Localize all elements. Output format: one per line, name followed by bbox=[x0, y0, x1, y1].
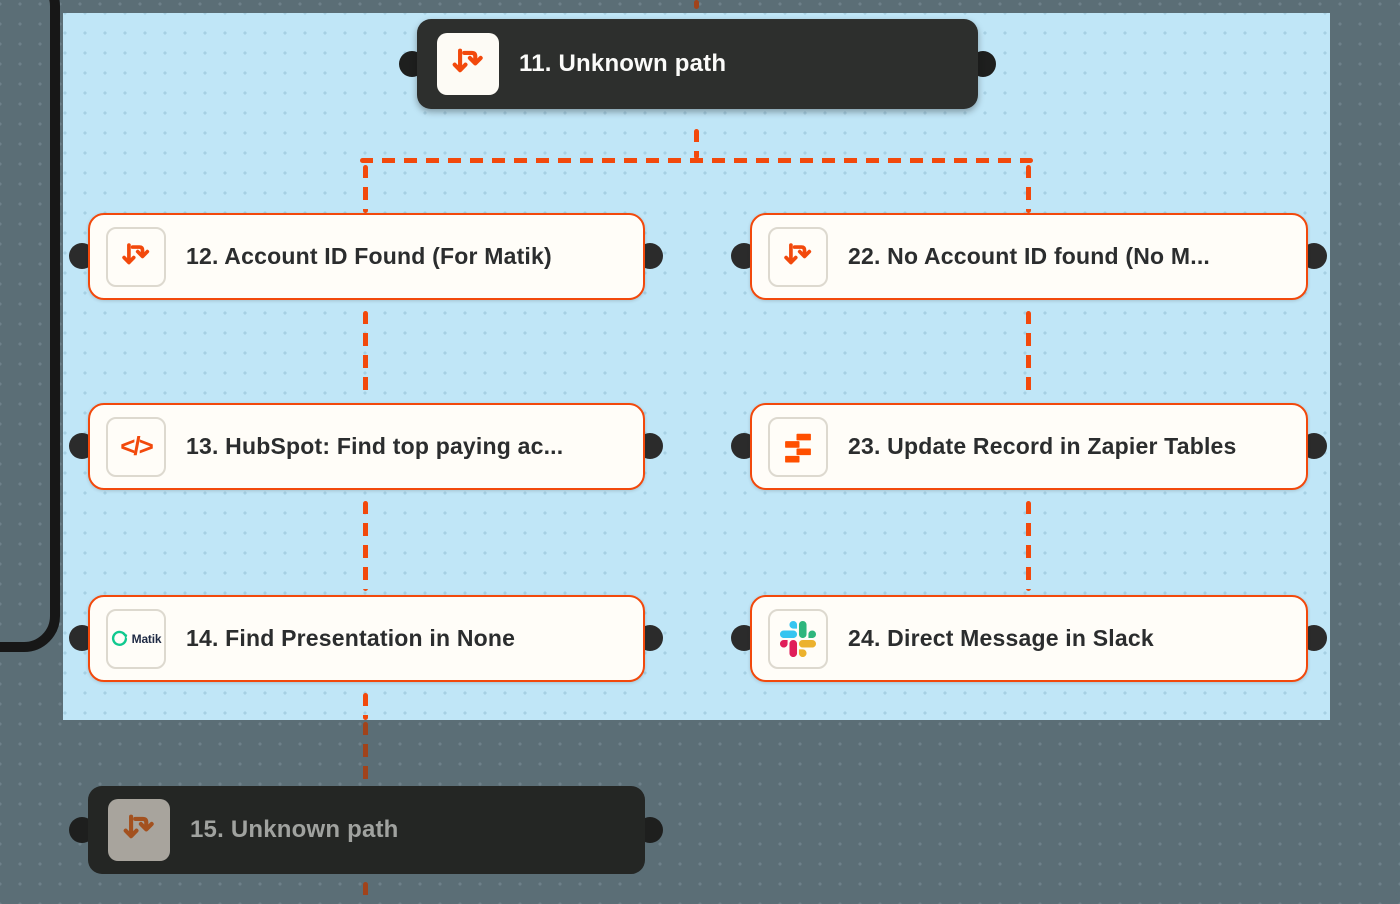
step-title: 12. Account ID Found (For Matik) bbox=[186, 243, 552, 269]
connector-dashed-line bbox=[694, 0, 699, 9]
step-node-11-unknown-path[interactable]: 11. Unknown path bbox=[417, 19, 978, 109]
code-icon: </> bbox=[106, 416, 166, 477]
step-node-15-unknown-path[interactable]: 15. Unknown path bbox=[88, 786, 645, 874]
connector-dashed-line bbox=[363, 882, 368, 904]
step-node-22-no-account-id[interactable]: 22. No Account ID found (No M... bbox=[750, 213, 1308, 300]
paths-icon bbox=[108, 799, 170, 861]
connector-dashed-line bbox=[363, 722, 368, 782]
matik-icon: Matik bbox=[106, 608, 166, 669]
connector-dashed-line bbox=[1026, 501, 1031, 591]
connector-dashed-line bbox=[363, 501, 368, 591]
step-node-13-hubspot-code[interactable]: </> 13. HubSpot: Find top paying ac... bbox=[88, 403, 645, 490]
connector-dashed-line bbox=[363, 165, 368, 213]
step-node-24-slack[interactable]: 24. Direct Message in Slack bbox=[750, 595, 1308, 682]
paths-icon bbox=[437, 33, 499, 95]
path-group-outline bbox=[0, 0, 60, 652]
step-node-14-matik[interactable]: Matik 14. Find Presentation in None bbox=[88, 595, 645, 682]
connector-dashed-line bbox=[1026, 311, 1031, 399]
step-title: 14. Find Presentation in None bbox=[186, 625, 516, 651]
connector-dashed-line bbox=[1026, 165, 1031, 213]
paths-icon bbox=[768, 226, 828, 287]
step-title: 13. HubSpot: Find top paying ac... bbox=[186, 433, 564, 459]
paths-icon bbox=[106, 226, 166, 287]
zapier-tables-icon bbox=[768, 416, 828, 477]
step-title: 11. Unknown path bbox=[519, 50, 727, 77]
slack-icon bbox=[768, 608, 828, 669]
connector-dashed-line bbox=[360, 158, 1033, 163]
connector-dashed-line bbox=[694, 129, 699, 159]
step-node-12-account-id-found[interactable]: 12. Account ID Found (For Matik) bbox=[88, 213, 645, 300]
step-title: 23. Update Record in Zapier Tables bbox=[848, 433, 1237, 459]
connector-dashed-line bbox=[363, 693, 368, 720]
step-title: 22. No Account ID found (No M... bbox=[848, 243, 1211, 269]
step-node-23-zapier-tables[interactable]: 23. Update Record in Zapier Tables bbox=[750, 403, 1308, 490]
connector-dashed-line bbox=[363, 311, 368, 399]
step-title: 24. Direct Message in Slack bbox=[848, 625, 1154, 651]
step-title: 15. Unknown path bbox=[190, 816, 399, 843]
